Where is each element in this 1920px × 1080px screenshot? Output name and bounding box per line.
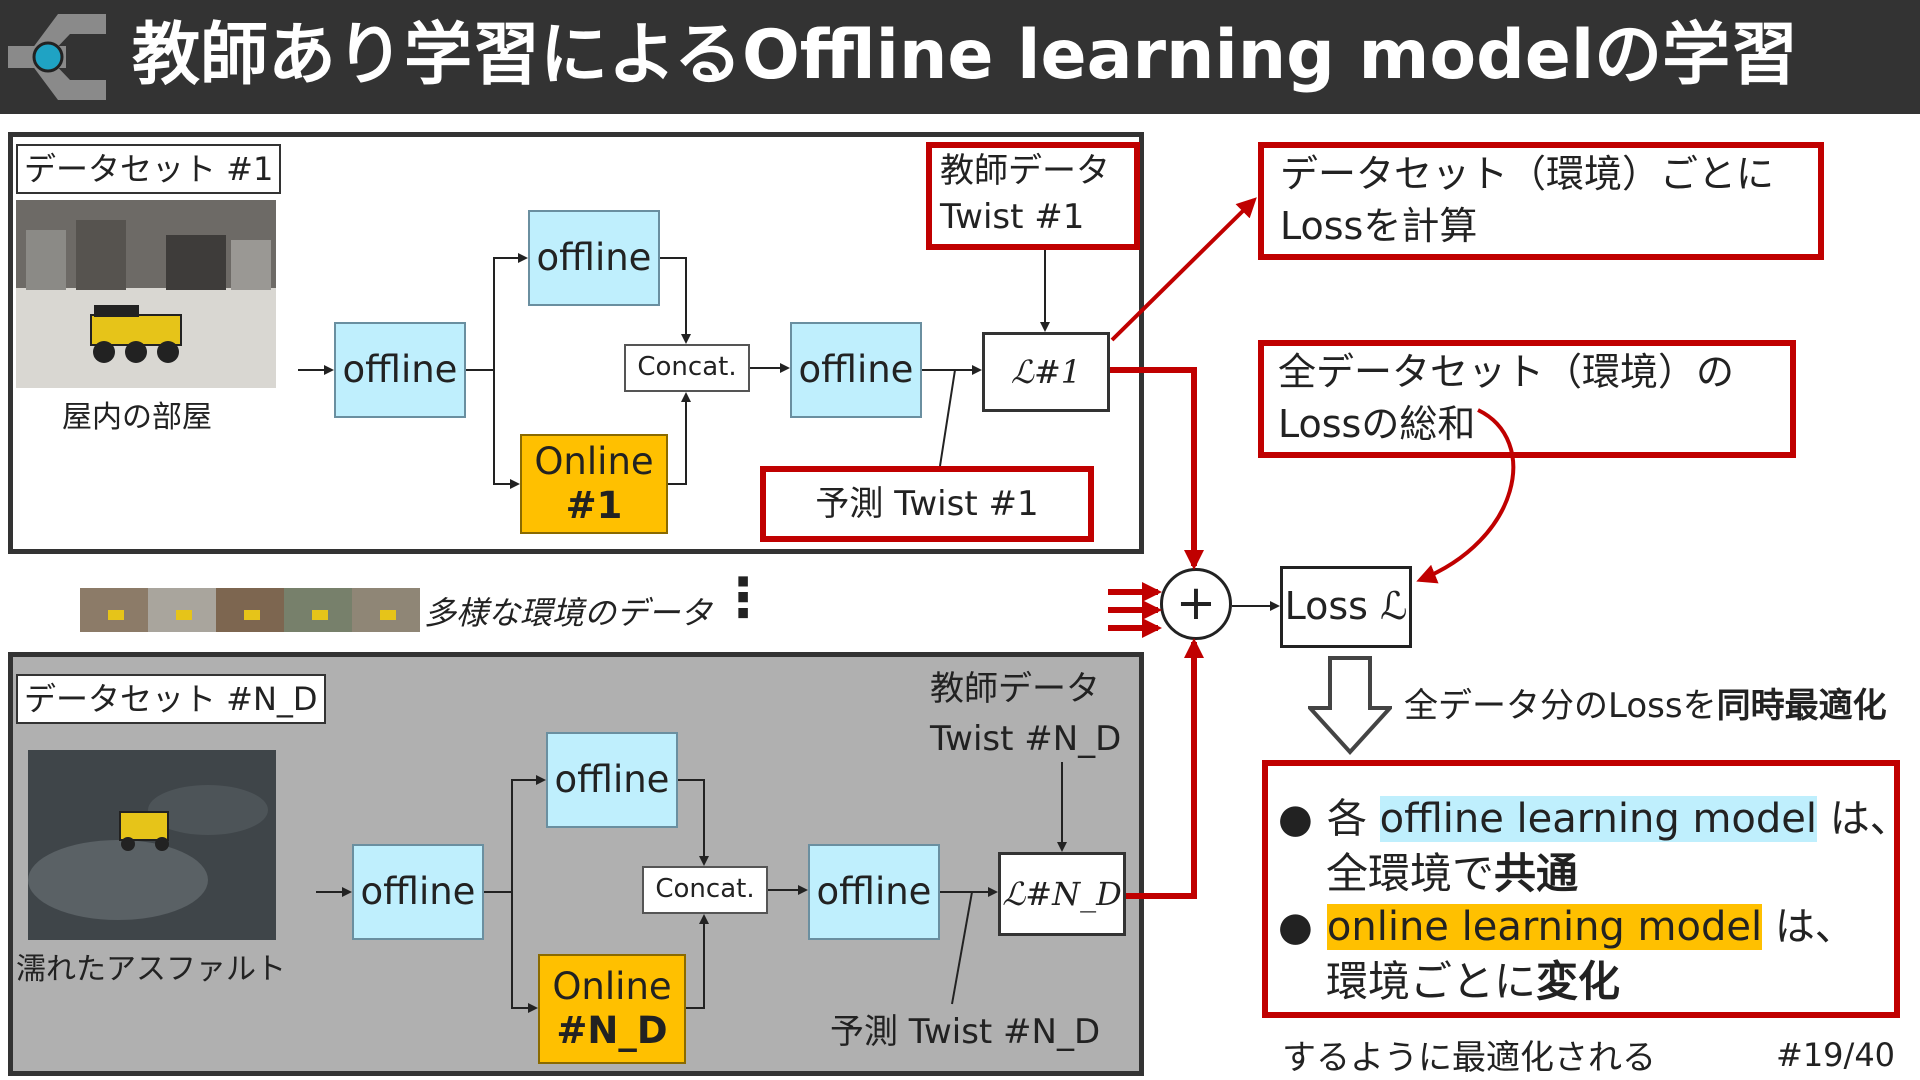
offline-module-nd-a: offline [352, 844, 484, 940]
footer-caption: するように最適化される [1282, 1038, 1656, 1078]
indoor-room-photo [16, 200, 276, 388]
concat-node-nd: Concat. [642, 866, 768, 914]
online-module-nd: Online #N_D [538, 954, 686, 1064]
diverse-data-caption: 多様な環境のデータ [424, 594, 713, 632]
offline-module-nd-c: offline [808, 844, 940, 940]
offline-module-nd-b: offline [546, 732, 678, 828]
teacher-data-1-label: 教師データ Twist #1 [940, 151, 1110, 237]
prediction-1-box: 予測 Twist #1 [760, 466, 1094, 542]
optimize-caption: 全データ分のLossを同時最適化 [1404, 686, 1887, 726]
page-title: 教師あり学習によるOffline learning modelの学習 [132, 16, 1799, 95]
offline-model-highlight: offline learning model [1379, 796, 1818, 842]
dataset-1-label: データセット #1 [16, 144, 282, 194]
sum-node: + [1160, 568, 1232, 640]
total-loss-text: 全データセット（環境）の Lossの総和 [1278, 350, 1735, 446]
wet-asphalt-photo [28, 750, 276, 940]
logo-icon [8, 14, 106, 100]
result-bullet-2: ●online learning model は、 [1278, 904, 1855, 950]
page-number: #19/40 [1776, 1036, 1896, 1074]
result-bullet-2-line2: 環境ごとに変化 [1326, 957, 1621, 1006]
prediction-nd-label: 予測 Twist #N_D [830, 1012, 1101, 1052]
result-bullet-1-line2: 全環境で共通 [1326, 849, 1579, 898]
teacher-data-1-box [926, 142, 1140, 250]
online-module-1: Online #1 [520, 434, 668, 534]
online-model-highlight: online learning model [1326, 904, 1763, 950]
title-bar [0, 0, 1920, 114]
vertical-ellipsis: ⋮ [716, 566, 770, 629]
dataset-1-caption: 屋内の部屋 [62, 400, 212, 435]
dataset-nd-label: データセット #N_D [16, 674, 326, 724]
per-dataset-loss-callout [1258, 142, 1824, 260]
offline-module-1a: offline [334, 322, 466, 418]
teacher-data-nd-label: 教師データ Twist #N_D [930, 669, 1122, 759]
per-dataset-loss-text: データセット（環境）ごとに Lossを計算 [1280, 152, 1775, 248]
result-bullet-1: ●各 offline learning model は、 [1278, 796, 1910, 842]
offline-module-1b: offline [528, 210, 660, 306]
concat-node-1: Concat. [624, 344, 750, 392]
offline-module-1c: offline [790, 322, 922, 418]
diverse-environments-strip [80, 588, 420, 632]
down-arrow-icon [1308, 656, 1392, 755]
total-loss-node: Loss ℒ [1280, 566, 1412, 648]
loss-node-nd: ℒ#N_D [998, 852, 1126, 936]
dataset-nd-caption: 濡れたアスファルト [16, 952, 286, 987]
loss-node-1: ℒ#1 [982, 332, 1110, 412]
total-loss-callout [1258, 340, 1796, 458]
